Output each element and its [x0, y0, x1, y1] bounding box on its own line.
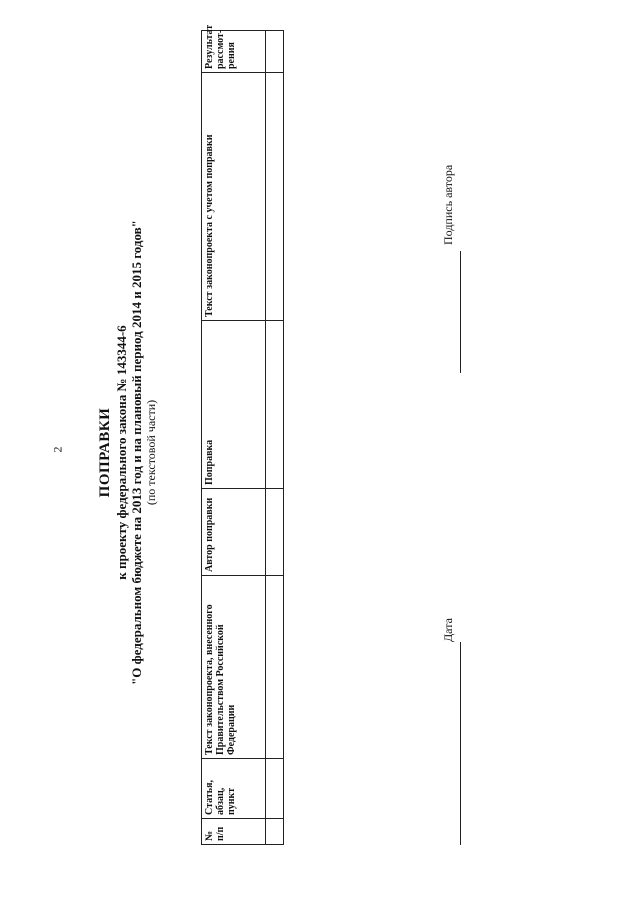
- subtitle-scope: (по текстовой части): [144, 399, 158, 506]
- title-block: ПОПРАВКИ к проекту федерального закона №…: [96, 0, 158, 905]
- col-header-number: № п/п: [201, 818, 266, 845]
- table-header-row: № п/п Статья, абзац, пункт Текст законоп…: [201, 25, 266, 845]
- table-cell[interactable]: [265, 30, 284, 73]
- table-cell[interactable]: [265, 488, 284, 576]
- table-cell[interactable]: [265, 320, 284, 489]
- table-cell[interactable]: [265, 575, 284, 759]
- document-title: ПОПРАВКИ: [97, 407, 113, 498]
- amendments-table: № п/п Статья, абзац, пункт Текст законоп…: [201, 25, 284, 845]
- date-line: [460, 642, 461, 845]
- signature-label: Подпись автора: [441, 164, 455, 245]
- table-row: [265, 30, 284, 845]
- table-cell[interactable]: [265, 758, 284, 819]
- signature-line: [460, 251, 461, 373]
- subtitle-bill-number: к проекту федерального закона № 143344-6: [114, 325, 129, 580]
- table-cell[interactable]: [265, 818, 284, 845]
- date-label: Дата: [441, 618, 455, 642]
- col-header-original-text: Текст законопроекта, внесенного Правител…: [201, 575, 266, 759]
- col-header-amendment: Поправка: [201, 320, 266, 489]
- col-header-result: Результат рассмот-рения: [201, 25, 266, 73]
- table-cell[interactable]: [265, 72, 284, 321]
- col-header-amended-text: Текст законопроекта с учетом поправки: [201, 72, 266, 321]
- col-header-author: Автор поправки: [201, 488, 266, 576]
- col-header-article: Статья, абзац, пункт: [201, 758, 266, 819]
- subtitle-law-name: "О федеральном бюджете на 2013 год и на …: [129, 220, 144, 685]
